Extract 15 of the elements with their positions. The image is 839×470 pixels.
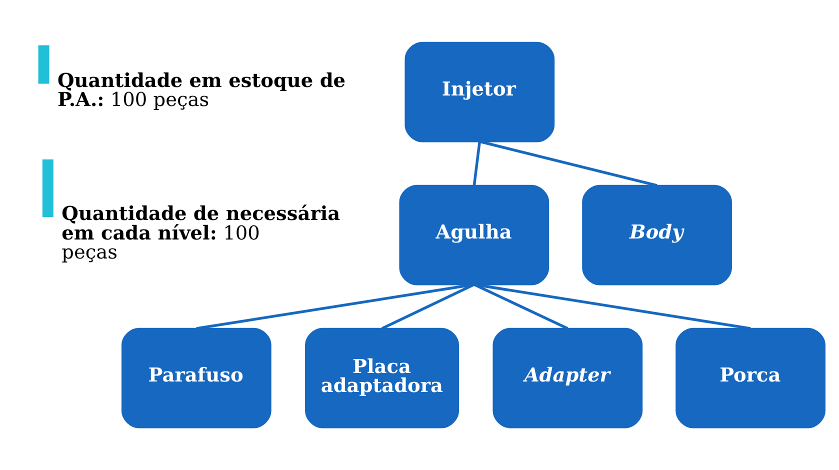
label: Quantidade de necessária em cada nível: 100 peças [62, 202, 340, 264]
node-box: Body [582, 184, 732, 286]
node-box: Porca [676, 328, 826, 428]
node-box: Placa adaptadora [305, 328, 460, 428]
connector [474, 283, 568, 330]
connector [472, 141, 482, 186]
connector [474, 283, 751, 330]
connector [479, 140, 658, 187]
connector [381, 283, 475, 330]
node-box: Agulha [399, 184, 550, 286]
label: Quantidade em estoque de P.A.: 100 peças [58, 68, 346, 112]
node-box: Injetor [404, 42, 555, 142]
connector [196, 283, 474, 330]
node-box: Adapter [492, 328, 643, 428]
node-box: Parafuso [121, 328, 272, 428]
